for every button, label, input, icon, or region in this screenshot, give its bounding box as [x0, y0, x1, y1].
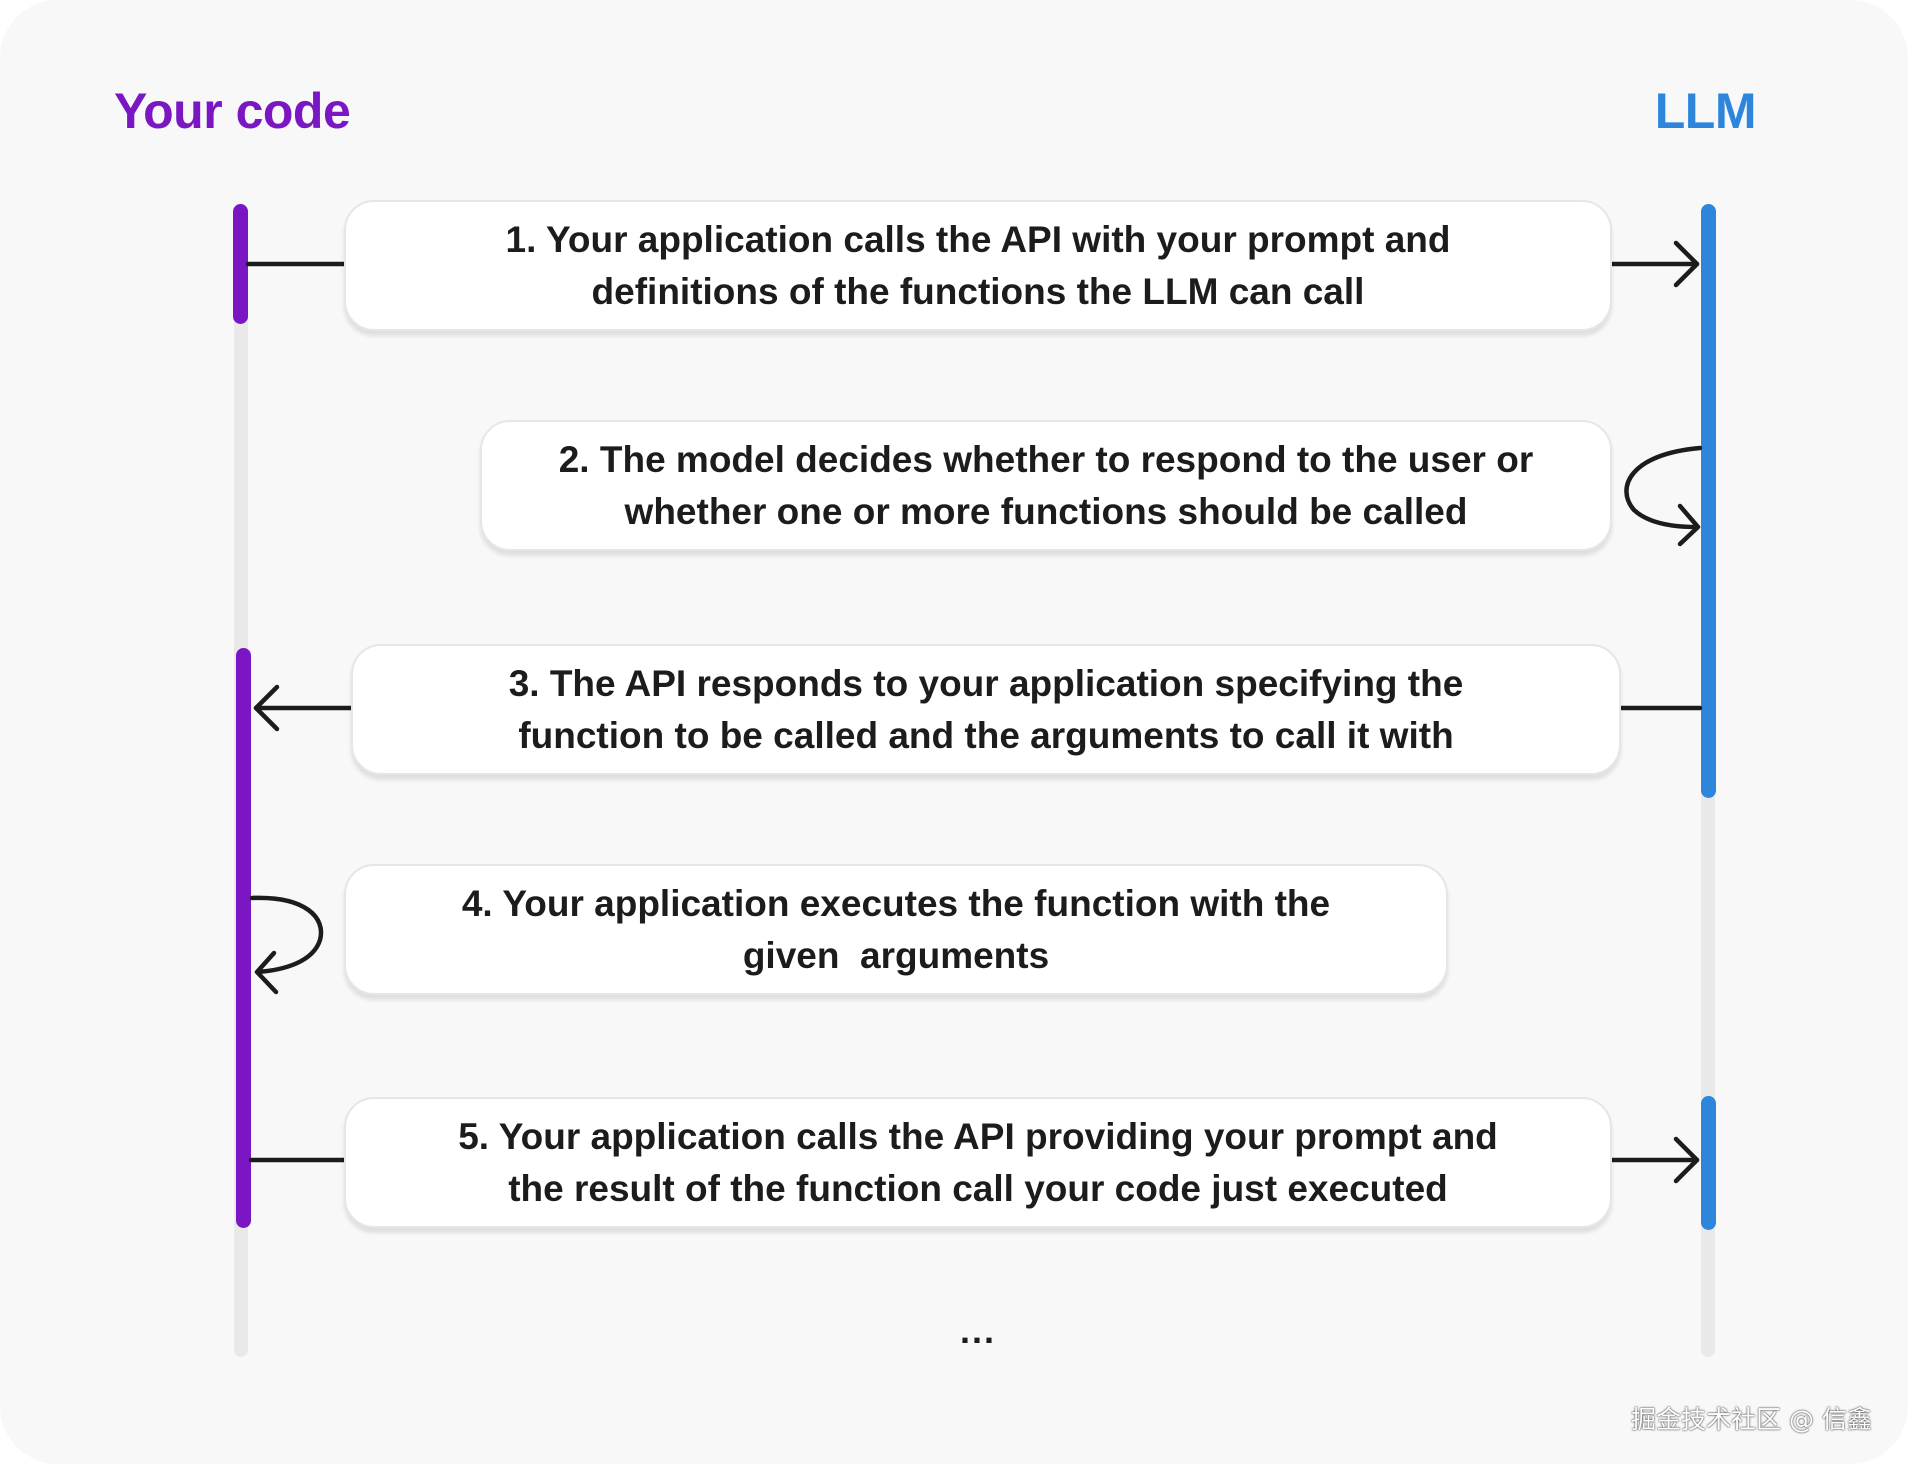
step-1-box: 1. Your application calls the API with y…	[344, 200, 1612, 331]
step-2-line-2: whether one or more functions should be …	[624, 490, 1468, 532]
step-5-arrowhead	[1673, 1136, 1700, 1184]
step-2-line-1: 2. The model decides whether to respond …	[558, 438, 1534, 480]
step-4-line-1: 4. Your application executes the functio…	[461, 882, 1331, 924]
step-5-box: 5. Your application calls the API provid…	[344, 1097, 1612, 1228]
step-4-box: 4. Your application executes the functio…	[344, 864, 1448, 995]
step-3-arrowhead	[253, 684, 280, 732]
llm-activation-bar-2	[1701, 1096, 1716, 1230]
step-5-line-2: the result of the function call your cod…	[508, 1167, 1448, 1209]
code-activation-bar-2	[236, 648, 251, 1228]
lane-title-your-code: Your code	[114, 83, 351, 139]
step-1-line-2: definitions of the functions the LLM can…	[591, 270, 1365, 312]
step-2-arrowhead	[1677, 503, 1701, 547]
step-3-line-2: function to be called and the arguments …	[518, 714, 1454, 756]
step-4-line-2: given arguments	[742, 934, 1050, 976]
step-3-text: 3. The API responds to your application …	[509, 658, 1464, 762]
step-2-text: 2. The model decides whether to respond …	[559, 434, 1534, 538]
step-4-arrowhead	[254, 950, 279, 995]
step-3-line-1: 3. The API responds to your application …	[508, 662, 1464, 704]
watermark: 掘金技术社区 @ 信鑫	[1631, 1405, 1872, 1434]
step-4-self-loop	[249, 895, 324, 975]
step-1-line-1: 1. Your application calls the API with y…	[505, 218, 1451, 260]
step-1-arrowhead	[1673, 240, 1700, 288]
lane-title-llm: LLM	[1654, 83, 1757, 139]
step-2-self-loop	[1624, 445, 1703, 530]
step-1-text: 1. Your application calls the API with y…	[506, 214, 1451, 318]
step-5-text: 5. Your application calls the API provid…	[458, 1111, 1498, 1215]
code-activation-bar-1	[233, 204, 248, 324]
llm-activation-bar-1	[1701, 204, 1716, 798]
step-3-box: 3. The API responds to your application …	[351, 644, 1621, 775]
step-5-line-1: 5. Your application calls the API provid…	[458, 1115, 1498, 1157]
step-2-box: 2. The model decides whether to respond …	[480, 420, 1612, 551]
step-4-text: 4. Your application executes the functio…	[462, 878, 1330, 982]
continuation-ellipsis: ...	[959, 1310, 996, 1351]
